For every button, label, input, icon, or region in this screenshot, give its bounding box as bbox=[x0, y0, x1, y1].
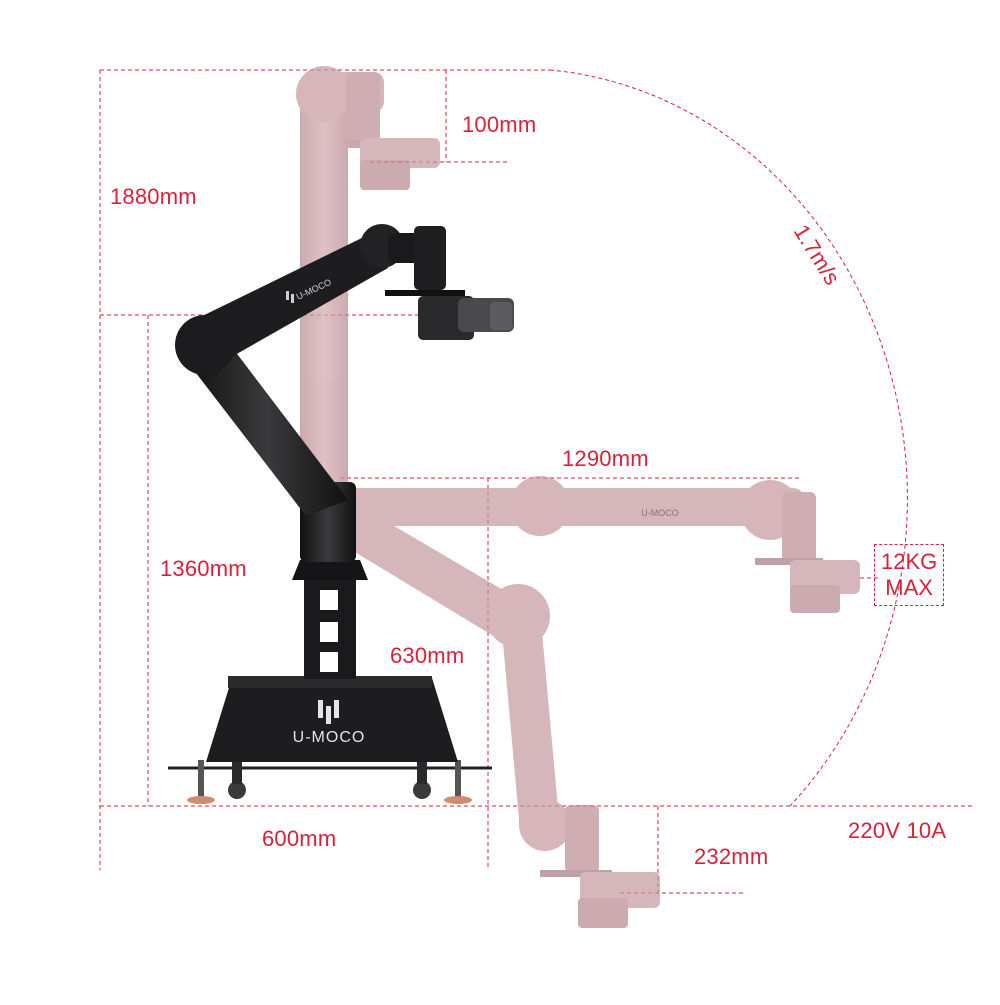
ghost-pose-horizontal bbox=[345, 476, 860, 613]
ghost-brand-text: U-MOCO bbox=[641, 508, 679, 518]
base-box bbox=[206, 678, 458, 762]
base-feet bbox=[168, 760, 492, 804]
dim-base-height: 1360mm bbox=[160, 556, 247, 581]
base-brand-text: U-MOCO bbox=[293, 729, 366, 746]
ghost-poses bbox=[296, 66, 860, 928]
dimension-lines bbox=[99, 69, 975, 894]
arm-lower-link bbox=[186, 338, 348, 516]
arm-brand-icon bbox=[286, 291, 294, 303]
robot-solid: U-MOCO bbox=[168, 224, 514, 804]
dim-bottom-offset: 232mm bbox=[694, 844, 769, 869]
brand-logo-icon bbox=[318, 700, 339, 724]
ghost-pose-down bbox=[335, 500, 660, 928]
payload-weight: 12KG bbox=[881, 549, 938, 574]
power-spec: 220V 10A bbox=[848, 818, 947, 843]
ghost-pose-vertical bbox=[296, 66, 440, 490]
dim-total-height: 1880mm bbox=[110, 184, 197, 209]
camera-icon bbox=[418, 296, 514, 340]
dim-column-height: 630mm bbox=[390, 643, 465, 668]
dim-reach: 1290mm bbox=[562, 446, 649, 471]
payload-max: MAX bbox=[885, 574, 933, 600]
dim-base-width: 600mm bbox=[262, 826, 337, 851]
payload-badge: 12KG MAX bbox=[874, 544, 945, 606]
arm-upper-link bbox=[190, 234, 388, 368]
dim-top-offset: 100mm bbox=[462, 112, 537, 137]
